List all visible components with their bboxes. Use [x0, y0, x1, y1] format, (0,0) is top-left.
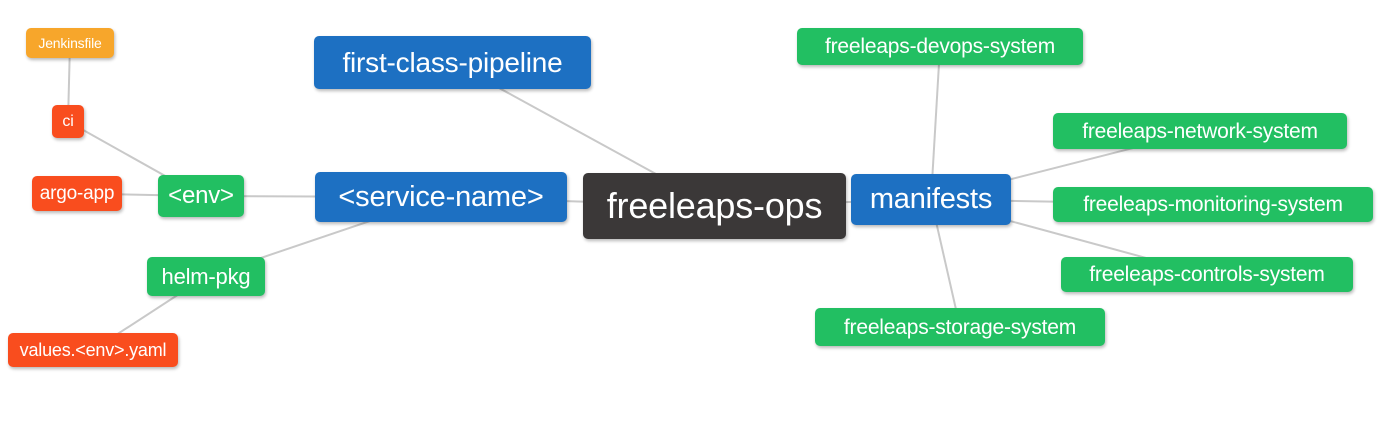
- node-env[interactable]: <env>: [158, 175, 244, 217]
- node-monitoring-system[interactable]: freeleaps-monitoring-system: [1053, 187, 1373, 222]
- node-freeleaps-ops[interactable]: freeleaps-ops: [583, 173, 846, 239]
- node-helm-pkg[interactable]: helm-pkg: [147, 257, 265, 296]
- node-argo-app[interactable]: argo-app: [32, 176, 122, 211]
- node-jenkinsfile[interactable]: Jenkinsfile: [26, 28, 114, 58]
- node-first-class-pipeline[interactable]: first-class-pipeline: [314, 36, 591, 89]
- node-devops-system[interactable]: freeleaps-devops-system: [797, 28, 1083, 65]
- node-ci[interactable]: ci: [52, 105, 84, 138]
- node-controls-system[interactable]: freeleaps-controls-system: [1061, 257, 1353, 292]
- node-storage-system[interactable]: freeleaps-storage-system: [815, 308, 1105, 346]
- node-service-name[interactable]: <service-name>: [315, 172, 567, 222]
- node-network-system[interactable]: freeleaps-network-system: [1053, 113, 1347, 149]
- node-values-env-yaml[interactable]: values.<env>.yaml: [8, 333, 178, 367]
- node-manifests[interactable]: manifests: [851, 174, 1011, 225]
